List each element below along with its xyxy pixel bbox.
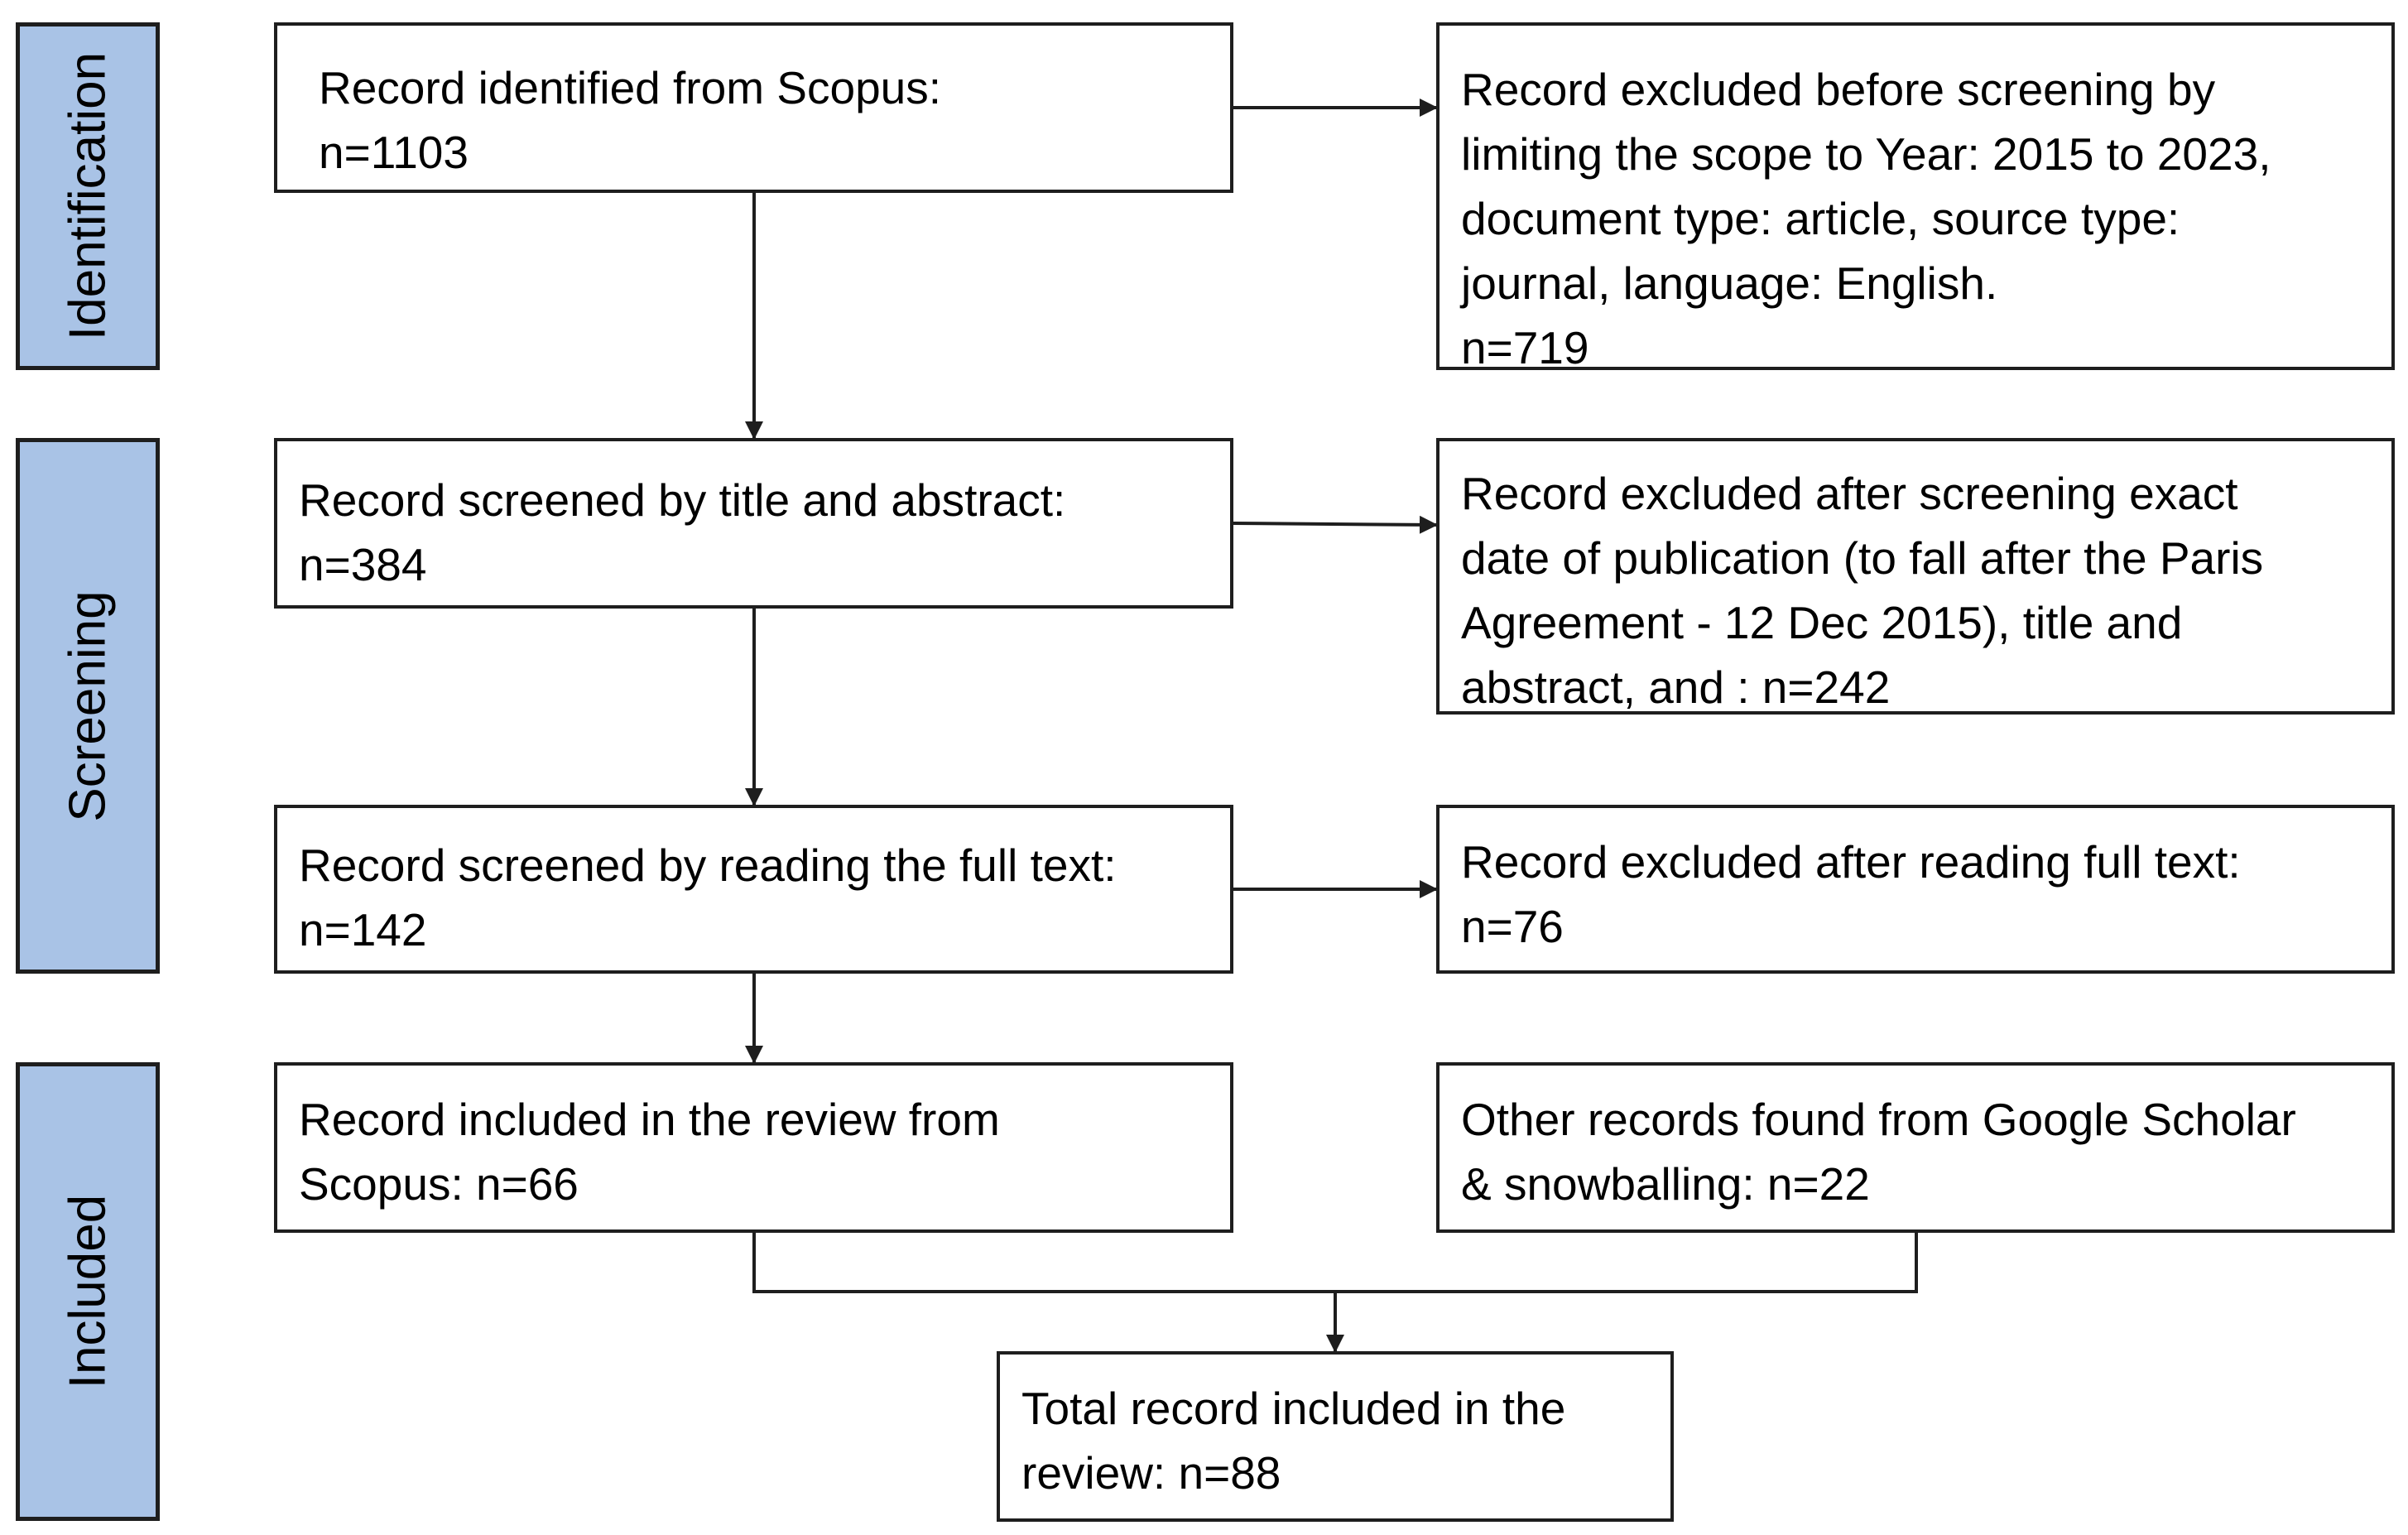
stage-identification: Identification bbox=[16, 22, 160, 370]
box-identified: Record identified from Scopus: n=1103 bbox=[274, 22, 1233, 193]
stage-identification-label: Identification bbox=[59, 51, 117, 341]
box-included-scopus-line-2: Scopus: n=66 bbox=[299, 1158, 579, 1210]
box-screened-title-abstract-title: Record screened by title and abstract: bbox=[299, 474, 1066, 526]
box-screened-title-abstract-count: n=384 bbox=[299, 539, 427, 590]
box-other-records-line-2: & snowballing: n=22 bbox=[1461, 1158, 1870, 1210]
box-total-included-line-2: review: n=88 bbox=[1021, 1447, 1281, 1499]
stage-screening-label: Screening bbox=[59, 589, 117, 822]
box-excluded-full-text-count: n=76 bbox=[1461, 901, 1564, 952]
box-included-scopus: Record included in the review from Scopu… bbox=[274, 1062, 1233, 1233]
box-screened-full-text-count: n=142 bbox=[299, 904, 427, 955]
box-screened-full-text-title: Record screened by reading the full text… bbox=[299, 840, 1117, 891]
box-other-records-line-1: Other records found from Google Scholar bbox=[1461, 1094, 2296, 1145]
merge-connector bbox=[752, 1233, 1918, 1293]
box-total-included-line-1: Total record included in the bbox=[1021, 1383, 1566, 1434]
box-excluded-before-screening: Record excluded before screening by limi… bbox=[1436, 22, 2395, 373]
box-screened-full-text: Record screened by reading the full text… bbox=[274, 805, 1233, 974]
stage-included: Included bbox=[16, 1062, 160, 1521]
stage-included-label: Included bbox=[59, 1194, 117, 1389]
stage-screening: Screening bbox=[16, 438, 160, 974]
box-excluded-before-count: n=719 bbox=[1461, 322, 1589, 373]
box-identified-count: n=1103 bbox=[319, 127, 469, 178]
box-total-included: Total record included in the review: n=8… bbox=[997, 1351, 1674, 1522]
box-screened-title-abstract: Record screened by title and abstract: n… bbox=[274, 438, 1233, 609]
box-other-records: Other records found from Google Scholar … bbox=[1436, 1062, 2395, 1233]
arrow-screened-to-excluded bbox=[1233, 515, 1438, 534]
box-excluded-after-line-2: date of publication (to fall after the P… bbox=[1461, 532, 2264, 584]
box-excluded-after-line-3: Agreement - 12 Dec 2015), title and bbox=[1461, 597, 2183, 648]
box-excluded-after-screening: Record excluded after screening exact da… bbox=[1436, 438, 2395, 715]
box-excluded-before-line-1: Record excluded before screening by bbox=[1461, 64, 2216, 115]
box-identified-title: Record identified from Scopus: bbox=[319, 62, 942, 113]
box-excluded-before-line-3: document type: article, source type: bbox=[1461, 193, 2180, 244]
box-excluded-before-line-2: limiting the scope to Year: 2015 to 2023… bbox=[1461, 128, 2271, 180]
box-excluded-after-line-4: abstract, and : n=242 bbox=[1461, 662, 1891, 713]
box-excluded-after-line-1: Record excluded after screening exact bbox=[1461, 468, 2238, 519]
box-excluded-full-text: Record excluded after reading full text:… bbox=[1436, 805, 2395, 974]
box-included-scopus-line-1: Record included in the review from bbox=[299, 1094, 1000, 1145]
box-excluded-full-text-title: Record excluded after reading full text: bbox=[1461, 836, 2241, 888]
box-excluded-before-line-4: journal, language: English. bbox=[1461, 257, 1998, 309]
